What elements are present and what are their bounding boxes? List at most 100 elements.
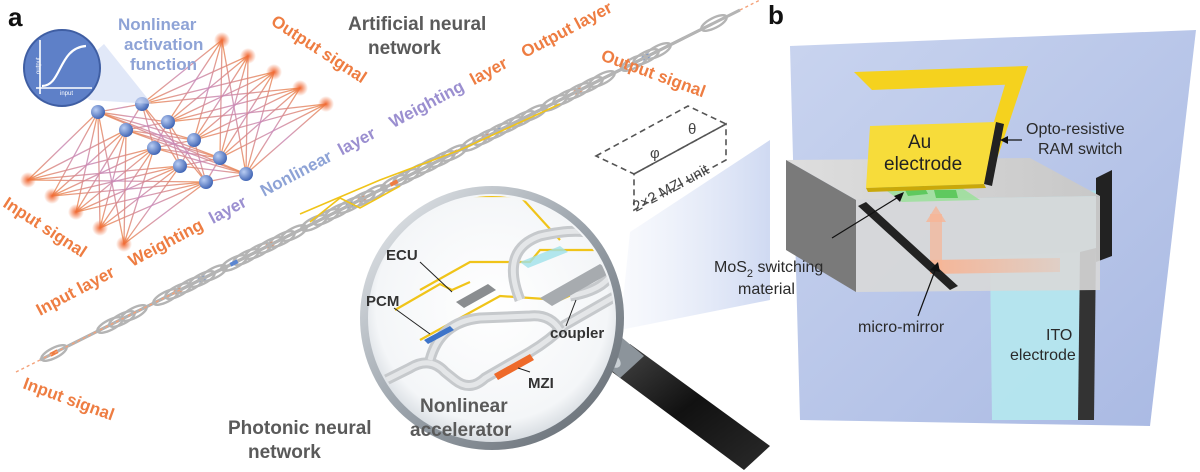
ann-edge bbox=[99, 165, 181, 229]
ann-edge bbox=[27, 147, 155, 181]
ann-edge bbox=[167, 39, 223, 123]
input-arrow bbox=[155, 289, 181, 303]
ann-edge bbox=[75, 129, 127, 213]
pcm-label: PCM bbox=[366, 293, 399, 310]
panel-b-letter: b bbox=[768, 0, 784, 30]
ann-edge bbox=[141, 39, 223, 105]
switch-label-line2: RAM switch bbox=[1038, 141, 1122, 158]
ito-label-line2: electrode bbox=[1010, 347, 1076, 364]
ann-edge bbox=[125, 129, 195, 141]
ecu-label: ECU bbox=[386, 247, 418, 264]
hidden-node bbox=[119, 123, 133, 137]
au-label-line2: electrode bbox=[884, 154, 962, 175]
ann-edge bbox=[99, 181, 207, 229]
hidden-node bbox=[147, 141, 161, 155]
ann-edge bbox=[193, 39, 223, 141]
nonlinear-layer-suffix: layer bbox=[335, 124, 379, 160]
ann-edge bbox=[123, 129, 127, 245]
mos2-leader bbox=[831, 195, 901, 239]
switch-arrow bbox=[1000, 136, 1008, 144]
output-node bbox=[318, 96, 334, 112]
ann-edge bbox=[245, 103, 327, 175]
coupler-label: coupler bbox=[550, 325, 604, 342]
ann-edge bbox=[123, 147, 155, 245]
ann-edge bbox=[97, 111, 125, 245]
hidden-node bbox=[91, 105, 105, 119]
ann-edge bbox=[219, 39, 223, 159]
ann-title-line1: Artificial neural bbox=[348, 14, 486, 35]
mzi-ring bbox=[220, 254, 248, 272]
ann-edge bbox=[97, 103, 143, 113]
input-arrow bbox=[71, 331, 97, 345]
ann-edges bbox=[27, 39, 327, 245]
output-layer-label: Output layer bbox=[518, 0, 616, 62]
weighting-layer-1-suffix: layer bbox=[206, 192, 250, 228]
mzi-ring bbox=[300, 214, 328, 232]
ann-edge bbox=[75, 147, 155, 213]
inset-xlabel: input bbox=[60, 91, 73, 97]
output-node bbox=[240, 48, 256, 64]
ann-nodes bbox=[20, 32, 334, 252]
ann-edge bbox=[27, 129, 127, 181]
ann-edge bbox=[99, 129, 127, 229]
ann-edge bbox=[123, 165, 181, 245]
input-arrow bbox=[15, 359, 41, 373]
phase-shifter bbox=[229, 259, 239, 267]
ann-edge bbox=[141, 103, 207, 183]
hidden-node bbox=[187, 133, 201, 147]
ann-edge bbox=[125, 121, 169, 131]
output-node bbox=[214, 32, 230, 48]
inset-ylabel: output bbox=[36, 57, 42, 74]
input-arrow bbox=[127, 303, 153, 317]
phi-label: φ bbox=[650, 145, 660, 162]
phase-shifter bbox=[49, 349, 59, 357]
output-node bbox=[266, 64, 282, 80]
activation-inset: input output bbox=[23, 29, 101, 107]
ann-edge bbox=[97, 111, 169, 123]
input-node bbox=[68, 204, 84, 220]
mos2-arrow bbox=[894, 192, 904, 202]
ann-title-line2: network bbox=[368, 38, 441, 59]
coupler-leader bbox=[565, 299, 577, 327]
light-beam bbox=[926, 206, 1060, 274]
ann-edge bbox=[75, 111, 99, 213]
ann-edge bbox=[97, 111, 101, 229]
ann-edge bbox=[245, 87, 301, 175]
ecu-leader bbox=[419, 261, 453, 293]
phase-shifter bbox=[389, 179, 399, 187]
control-wire bbox=[299, 103, 561, 215]
pnn-title-line2: network bbox=[248, 442, 321, 463]
mzi-ring bbox=[700, 14, 728, 32]
ann-edge bbox=[51, 111, 99, 197]
hidden-node bbox=[199, 175, 213, 189]
magnifier-lens: ECU PCM coupler MZI Nonlinear accelerato… bbox=[360, 186, 624, 450]
ann-edge bbox=[27, 111, 99, 181]
micro-mirror-label: micro-mirror bbox=[858, 319, 945, 336]
input-node bbox=[92, 220, 108, 236]
mirror-leader bbox=[917, 267, 937, 317]
accelerator-title-line1: Nonlinear bbox=[420, 396, 508, 417]
control-wire bbox=[309, 185, 401, 223]
input-node bbox=[44, 188, 60, 204]
mos2-subscript: 2 bbox=[747, 268, 753, 280]
input-layer-label: Input layer bbox=[33, 262, 118, 319]
magnifier-handle bbox=[596, 336, 770, 470]
ann-edge bbox=[141, 103, 181, 167]
hidden-node bbox=[173, 159, 187, 173]
mzi-leader bbox=[517, 367, 531, 373]
ann-edge bbox=[125, 129, 247, 175]
ann-edge bbox=[51, 147, 155, 197]
input-arrow bbox=[99, 317, 125, 331]
au-electrode: Au electrode bbox=[854, 66, 1028, 192]
mirror-arrow bbox=[930, 262, 940, 272]
ann-edge bbox=[99, 147, 155, 229]
accelerator-title-line2: accelerator bbox=[410, 420, 512, 441]
pcm-leader bbox=[393, 307, 431, 335]
pnn-title-line1: Photonic neural bbox=[228, 418, 372, 439]
ann-edge bbox=[27, 165, 181, 181]
activation-label-line3: function bbox=[130, 55, 197, 74]
magnifier-cone bbox=[620, 140, 770, 330]
ann-edge bbox=[245, 71, 275, 175]
